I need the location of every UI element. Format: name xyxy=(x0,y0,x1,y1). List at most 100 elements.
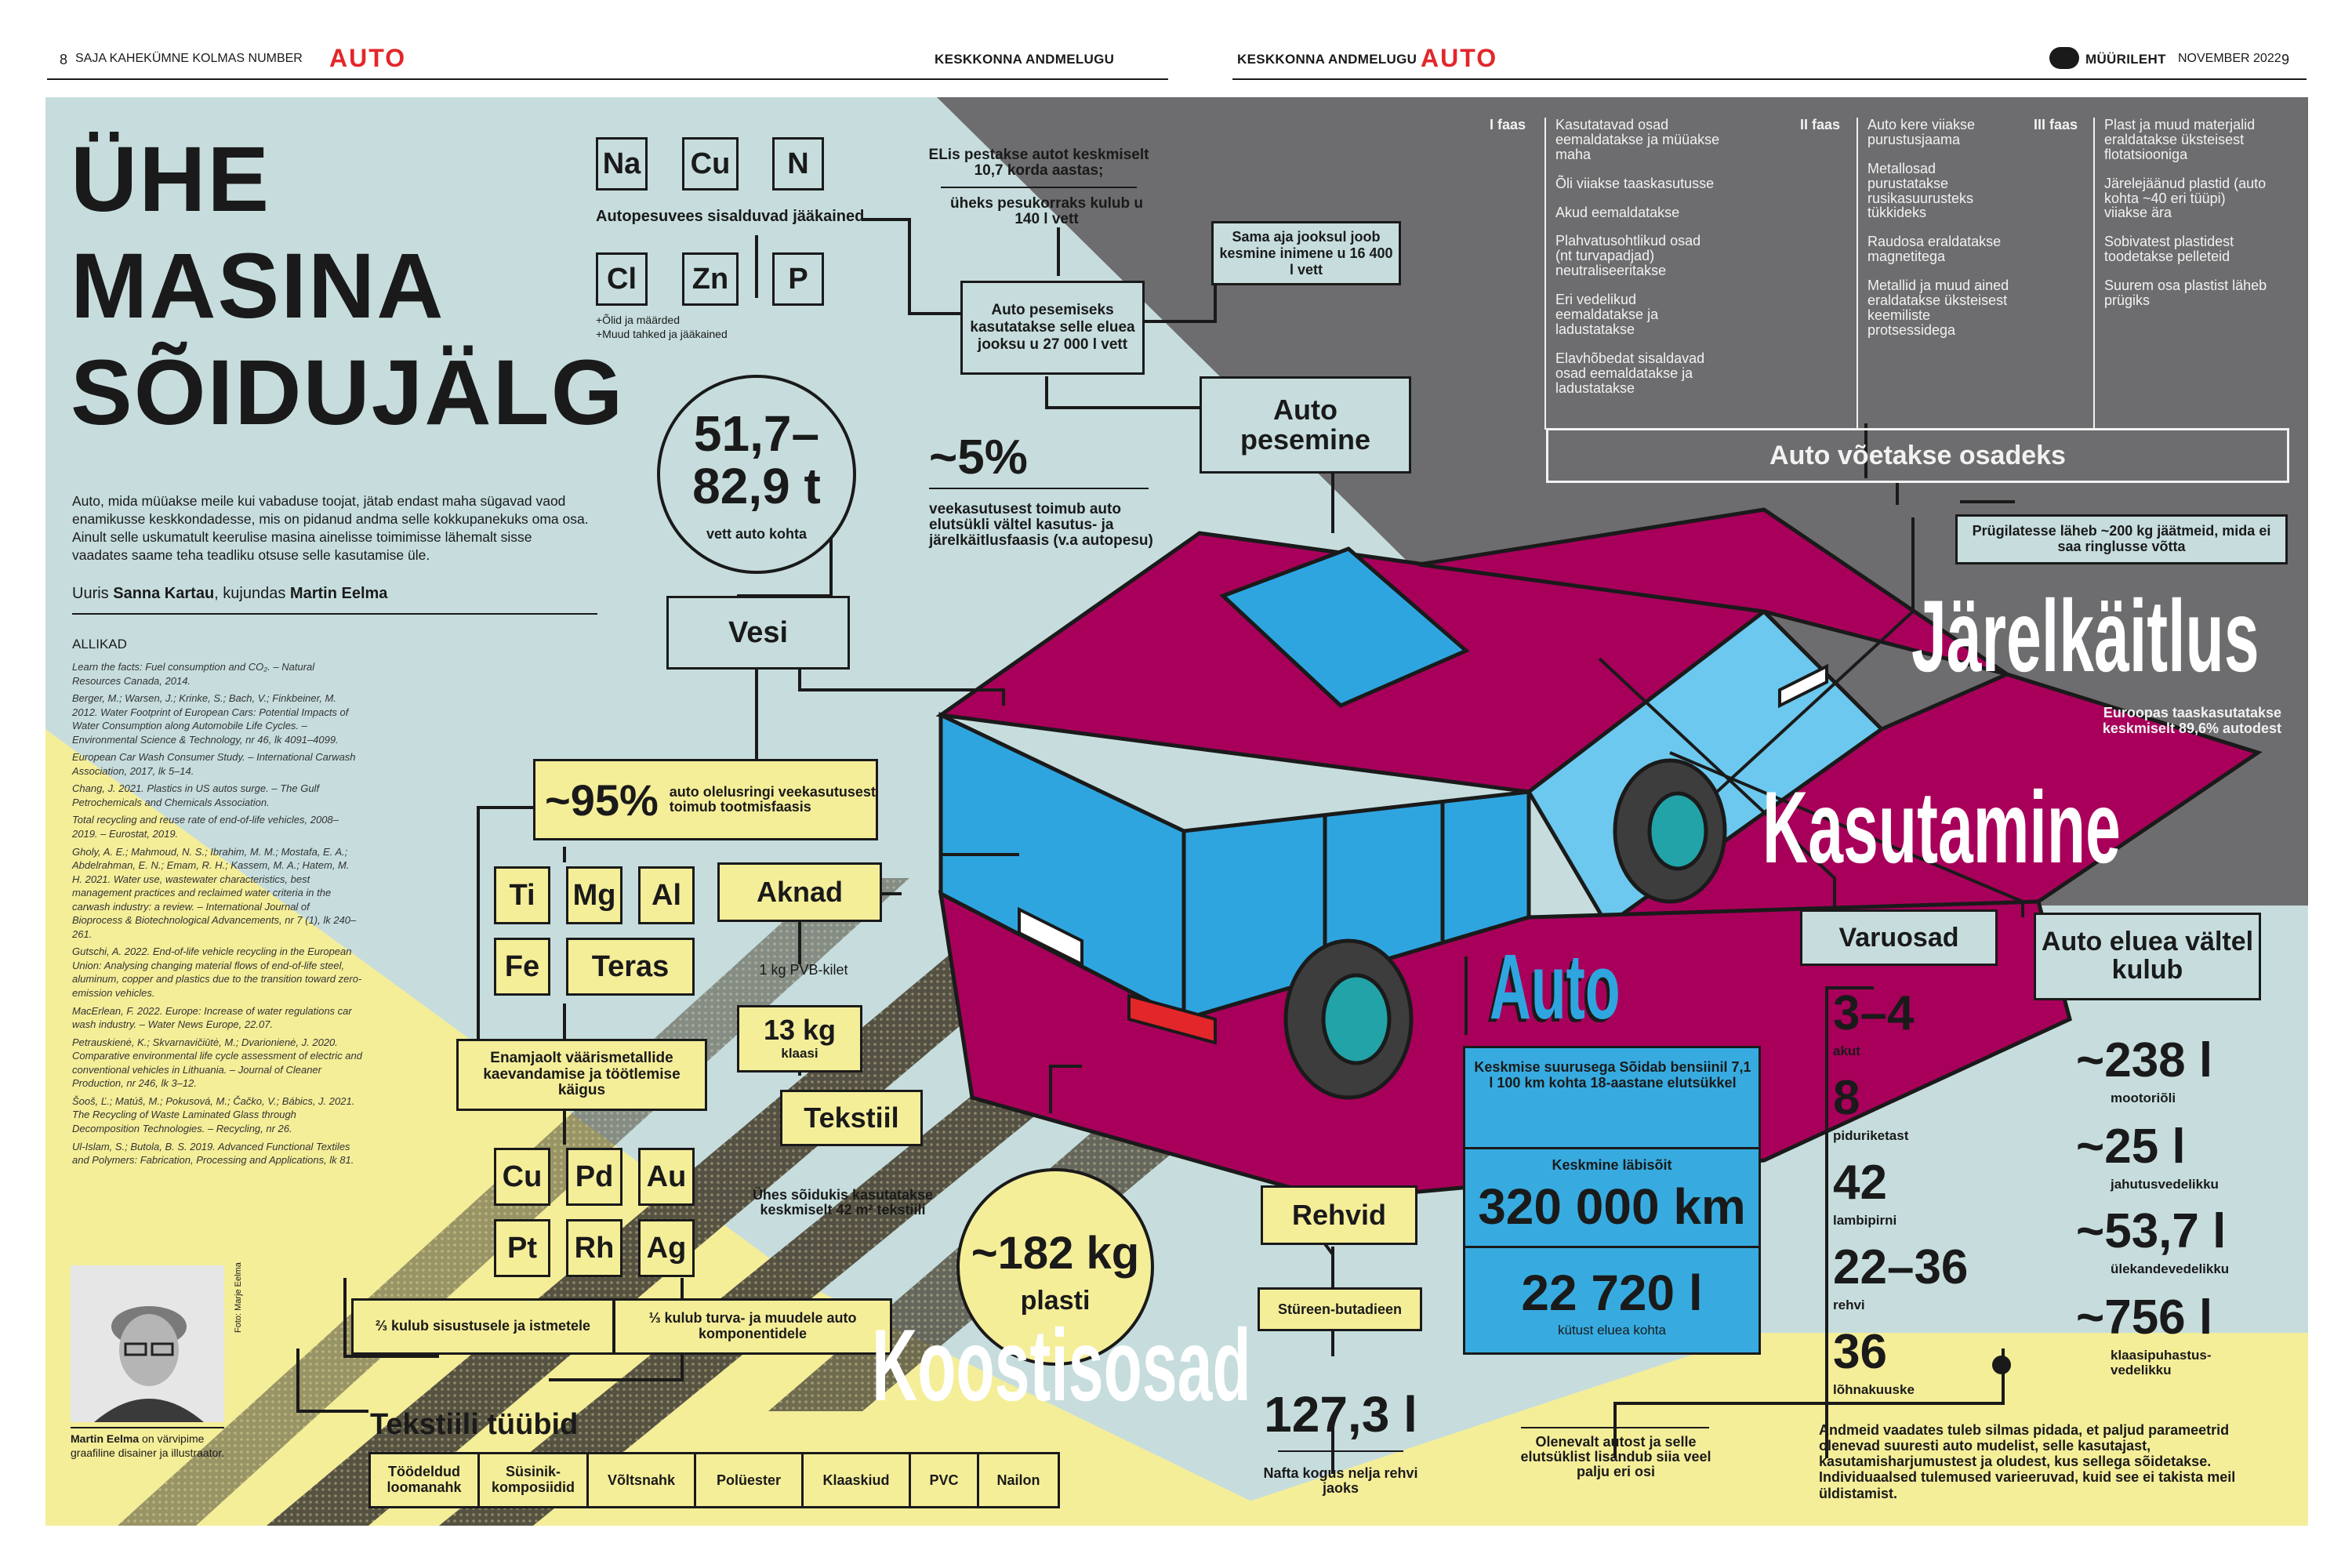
textile-box: Tekstiil xyxy=(780,1090,923,1146)
production-label: auto olelusringi veekasutusest toimub to… xyxy=(669,784,876,815)
windows-box: Aknad xyxy=(717,862,882,922)
depends-note: Olenevalt autost ja selle elutsüklist li… xyxy=(1520,1434,1711,1479)
water-box: Vesi xyxy=(666,596,850,670)
per-wash-stat: üheks pesukorraks kulub u 140 l vett xyxy=(949,195,1144,227)
glass-box: 13 kg klaasi xyxy=(737,1005,862,1073)
pct-rule xyxy=(929,488,1149,489)
page-number-left: 8 xyxy=(60,52,68,67)
residues-note-1: +Õlid ja määrded xyxy=(596,314,681,326)
section-label: AUTO xyxy=(329,44,407,72)
element-mg: Mg xyxy=(566,866,622,924)
mining-box: Enamjaolt väärismetallide kaevandamise j… xyxy=(456,1039,707,1111)
kicker-right: KESKKONNA ANDMELUGU xyxy=(1237,52,1417,67)
spare-value: 42 xyxy=(1833,1156,1887,1210)
source-item: Berger, M.; Warsen, J.; Krinke, S.; Bach… xyxy=(72,692,349,746)
eu-recycling-rate: Euroopas taaskasutatakse keskmiselt 89,6… xyxy=(2102,705,2281,736)
pvb-label: 1 kg PVB-kilet xyxy=(759,962,848,978)
element-n: N xyxy=(772,137,824,191)
byline-prefix: Uuris xyxy=(72,585,109,602)
source-item: Total recycling and reuse rate of end-of… xyxy=(72,814,339,840)
auto-stats-panel: Keskmise suurusega Sõidab bensiinil 7,1 … xyxy=(1463,1046,1761,1355)
textile-types-heading: Tekstiili tüübid xyxy=(370,1408,579,1441)
photo-caption: Martin Eelma on värvipime graafiline dis… xyxy=(71,1432,227,1460)
fuel-value: 22 720 l xyxy=(1521,1265,1703,1321)
photo-credit: Foto: Marje Eelma xyxy=(234,1262,243,1333)
caption-rule xyxy=(71,1427,224,1428)
section-composition: Koostisosad xyxy=(872,1314,1483,1416)
disclaimer-note: Andmeid vaadates tuleb silmas pidada, et… xyxy=(1819,1422,2236,1501)
textile-types-row: Töödeldud loomanahk Süsinik-komposiidid … xyxy=(368,1452,1060,1508)
plastic-circle xyxy=(956,1168,1154,1366)
phase-step: Järelejäänud plastid (auto kohta ~40 eri… xyxy=(2104,175,2267,221)
textile-type: Klaaskiud xyxy=(801,1452,911,1508)
consumption-label: ülekandevedelikku xyxy=(2111,1261,2230,1276)
textile-type: Töödeldud loomanahk xyxy=(368,1452,480,1508)
oil-note: Nafta kogus nelja rehvi jaoks xyxy=(1263,1465,1418,1496)
source-item: Gutschi, A. 2022. End-of-life vehicle re… xyxy=(72,946,362,1000)
car-wash-box: Auto pesemine xyxy=(1200,376,1411,474)
phase-step: Raudosa eraldatakse magnetitega xyxy=(1867,234,2002,265)
consumption-value: ~25 l xyxy=(2076,1120,2186,1174)
production-pct: ~95% xyxy=(545,775,659,825)
textile-type: Nailon xyxy=(977,1452,1060,1508)
oil-value: 127,3 l xyxy=(1264,1386,1417,1443)
source-item: Learn the facts: Fuel consumption and CO… xyxy=(72,661,315,687)
caption-text: on värvipime graafiline disainer ja illu… xyxy=(71,1432,225,1460)
phase-2-rule xyxy=(1857,118,1858,430)
source-item: Gholy, A. E.; Mahmoud, N. S.; Ibrahim, M… xyxy=(72,845,357,940)
brand-logo-icon xyxy=(2049,47,2079,69)
element-fe: Fe xyxy=(494,938,550,996)
eu-wash-stat: ELis pestakse autot keskmiselt 10,7 kord… xyxy=(928,147,1149,179)
section-usage: Kasutamine xyxy=(1762,776,2340,878)
phase-step: Eri vedelikud eemaldatakse ja ladustatak… xyxy=(1555,292,1659,337)
spares-box: Varuosad xyxy=(1800,909,1998,966)
phase-step: Metallosad purustatakse rusikasuurusteks… xyxy=(1867,160,1974,221)
element-cu: Cu xyxy=(682,137,739,191)
residues-note-2: +Muud tahked ja jääkained xyxy=(596,328,728,340)
phase-step: Plahvatusohtlikud osad (nt turvapadjad) … xyxy=(1555,233,1701,279)
textile-type: Süsinik-komposiidid xyxy=(477,1452,589,1508)
textile-type: PVC xyxy=(909,1452,979,1508)
brand-name: MÜÜRILEHT xyxy=(2085,52,2166,67)
sources-heading: ALLIKAD xyxy=(72,637,127,652)
element-ti: Ti xyxy=(494,866,550,924)
phase-2-steps: Auto kere viiakse purustusjaama Metallos… xyxy=(1867,118,2016,338)
spare-label: akut xyxy=(1833,1044,1860,1058)
source-item: Šooš, Ľ.; Matúš, M.; Pokusová, M.; Čačko… xyxy=(72,1094,355,1134)
mileage-value: 320 000 km xyxy=(1478,1178,1746,1235)
phase-step: Suurem osa plastist läheb prügiks xyxy=(2104,278,2267,309)
residues-label: Autopesuvees sisalduvad jääkained xyxy=(596,208,865,225)
element-rh: Rh xyxy=(566,1219,622,1277)
phase-step: Kasutatavad osad eemaldatakse ja müüakse… xyxy=(1555,117,1720,162)
textile-note: Ühes sõidukis kasutatakse keskmiselt 42 … xyxy=(752,1187,934,1218)
intro-text: Auto, mida müüakse meile kui vabaduse to… xyxy=(72,493,589,564)
consumption-value: ~53,7 l xyxy=(2076,1204,2227,1258)
element-zn: Zn xyxy=(682,252,739,306)
element-cl: Cl xyxy=(596,252,648,306)
section-auto: Auto xyxy=(1490,941,1700,1033)
lifetime-wash-box: Auto pesemiseks kasutatakse selle eluea … xyxy=(960,281,1145,375)
section-composition-text: Koostisosad xyxy=(872,1308,1251,1422)
consumption-value: ~238 l xyxy=(2076,1033,2213,1087)
source-item: European Car Wash Consumer Study. – Inte… xyxy=(72,751,356,777)
caption-name: Martin Eelma xyxy=(71,1432,140,1445)
consumption-value: ~756 l xyxy=(2076,1290,2213,1345)
section-auto-text: Auto xyxy=(1490,935,1621,1039)
wash-divider xyxy=(941,187,1137,188)
byline-rule xyxy=(72,613,597,615)
spare-label: lambipirni xyxy=(1833,1213,1897,1228)
oil-rule xyxy=(1278,1450,1403,1452)
issue-date: NOVEMBER 2022 xyxy=(2178,52,2281,65)
portrait-image xyxy=(71,1265,224,1422)
section-after: Järelkäitlus xyxy=(1911,585,2352,687)
plastic-value: ~182 kg xyxy=(971,1228,1140,1279)
consumption-label: mootoriõli xyxy=(2111,1091,2176,1105)
title-line-1: ÜHE xyxy=(71,128,271,231)
production-water-box: ~95% auto olelusringi veekasutusest toim… xyxy=(533,759,878,840)
textile-type: Võltsnahk xyxy=(586,1452,696,1508)
main-title: ÜHE MASINA SÕIDUJÄLG xyxy=(71,133,624,439)
other-phase-label: veekasutusest toimub auto elutsükli vält… xyxy=(929,501,1153,549)
title-line-2: MASINA xyxy=(71,234,445,338)
section-usage-text: Kasutamine xyxy=(1762,770,2121,884)
